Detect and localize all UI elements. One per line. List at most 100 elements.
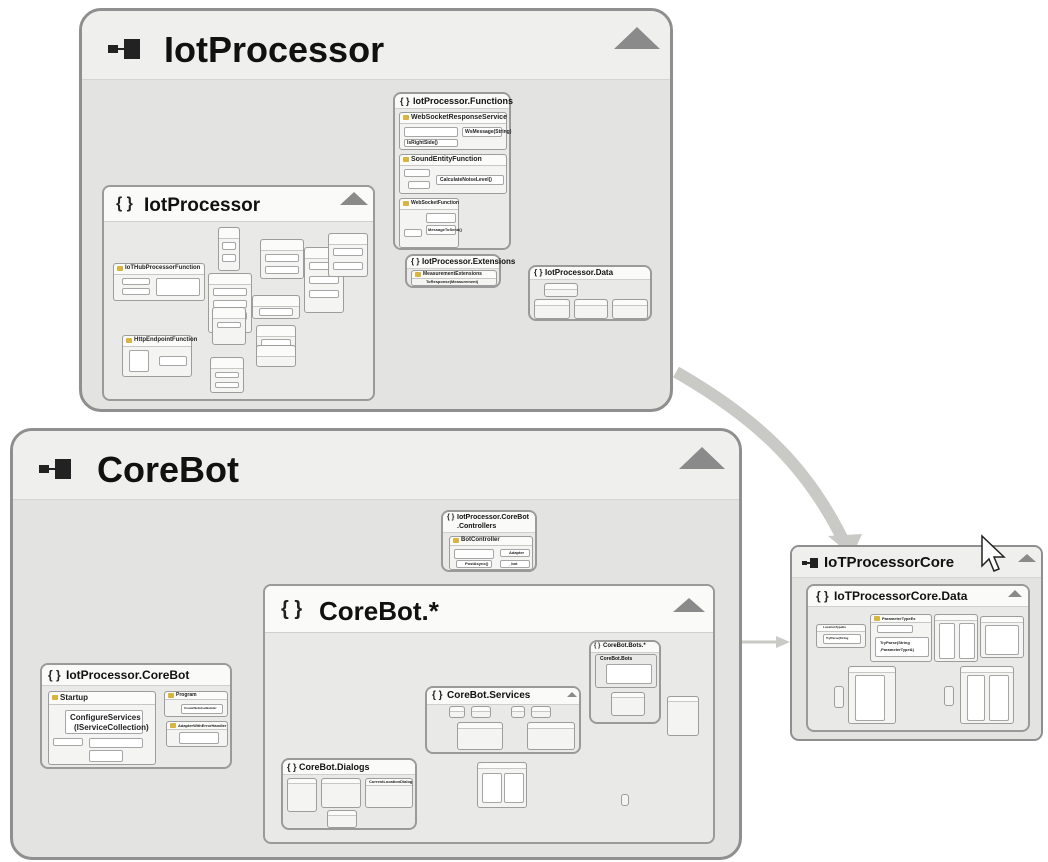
class-icon — [117, 266, 123, 271]
assembly-header — [82, 11, 670, 80]
namespace-corebot-services[interactable]: { } CoreBot.Services — [425, 686, 581, 754]
class-corebot-settings[interactable] — [477, 762, 527, 808]
class-core-e[interactable] — [834, 686, 844, 708]
assembly-title: CoreBot — [97, 449, 239, 490]
class-block-g[interactable] — [256, 345, 296, 367]
class-startup[interactable]: Startup ConfigureServices (IServiceColle… — [48, 691, 156, 765]
class-program[interactable]: Program CreateWebHostBuilder — [164, 691, 228, 717]
namespace-brace-icon: { } — [287, 762, 297, 772]
class-block-i[interactable] — [218, 227, 240, 271]
namespace-brace-icon: { } — [281, 598, 303, 620]
namespace-header — [530, 267, 650, 280]
class-icon — [168, 693, 174, 698]
namespace-header — [283, 760, 415, 775]
assembly-header — [13, 431, 739, 500]
namespace-corebot-bots[interactable]: { } CoreBot.Bots.* CoreBot.Bots — [589, 640, 661, 724]
class-icon — [170, 723, 176, 728]
class-bot-controller[interactable]: BotController PostAsync() Adapter _bot — [449, 536, 533, 570]
namespace-title: IotProcessor.CoreBot — [66, 668, 190, 682]
class-data-b[interactable] — [534, 299, 570, 319]
class-websocket-function[interactable]: WebSocketFunction MessageToSend() — [399, 198, 462, 248]
class-title: ParameterTypeEx — [882, 616, 916, 621]
namespace-brace-icon: { } — [447, 514, 455, 521]
class-title: WebSocketResponseService — [411, 114, 507, 121]
class-data-d[interactable] — [612, 299, 648, 319]
namespace-title: CoreBot.Bots.* — [603, 643, 646, 649]
namespace-corebot-dialogs[interactable]: { } CoreBot.Dialogs CurrentLocationDialo… — [281, 758, 417, 830]
namespace-iotprocessor[interactable]: { } IotProcessor IoTHubProcessorFunction… — [102, 185, 375, 401]
class-title: BotController — [461, 537, 500, 543]
namespace-header — [808, 586, 1028, 607]
namespace-brace-icon: { } — [594, 643, 601, 649]
class-title: AdapterWithErrorHandler — [178, 723, 227, 728]
collapse-triangle-icon[interactable] — [614, 27, 660, 49]
namespace-corebot-controllers[interactable]: { } IotProcessor.CoreBot .Controllers Bo… — [441, 510, 537, 572]
namespace-brace-icon: { } — [534, 268, 543, 277]
namespace-iotprocessor-extensions[interactable]: { } IotProcessor.Extensions MeasurementE… — [405, 254, 515, 288]
class-data-a[interactable] — [544, 283, 578, 297]
assembly-iotprocessor[interactable]: IotProcessor { } IotProcessor IoTHubProc… — [79, 8, 673, 412]
class-location-type-ex[interactable]: LocationTypeEx TryParse(String — [816, 624, 866, 648]
assembly-icon — [39, 459, 71, 479]
assembly-iotprocessorcore[interactable]: IoTProcessorCore { } IoTProcessorCore.Da… — [790, 545, 1043, 741]
namespace-header — [42, 665, 230, 686]
mouse-cursor-icon — [981, 534, 1006, 572]
collapse-triangle-icon[interactable] — [567, 692, 577, 697]
class-core-d[interactable] — [960, 666, 1014, 724]
namespace-header — [591, 642, 659, 653]
class-icon — [126, 338, 132, 343]
namespace-iotprocessor-corebot[interactable]: { } IotProcessor.CoreBot Startup Configu… — [40, 663, 232, 769]
class-block-j[interactable] — [212, 307, 246, 345]
class-http-endpoint-function[interactable]: HttpEndpointFunction — [122, 335, 197, 377]
class-core-c[interactable] — [848, 666, 896, 724]
namespace-title-line2: .Controllers — [457, 523, 497, 530]
namespace-brace-icon: { } — [411, 257, 420, 266]
collapse-triangle-icon[interactable] — [1008, 590, 1022, 597]
class-title: SoundEntityFunction — [411, 156, 482, 163]
namespace-iotprocessor-functions[interactable]: { } IotProcessor.Functions WebSocketResp… — [393, 92, 513, 250]
class-right-b[interactable] — [621, 794, 629, 806]
class-core-f[interactable] — [944, 686, 954, 706]
class-block-e[interactable] — [328, 233, 368, 277]
namespace-title: CoreBot.Dialogs — [299, 762, 370, 772]
collapse-triangle-icon[interactable] — [340, 192, 368, 205]
class-measurement-extensions[interactable]: MeasurementExtensions ToResponse(Measure… — [411, 270, 497, 286]
class-title: Program — [176, 692, 197, 698]
class-title: Startup — [60, 693, 88, 702]
collapse-triangle-icon[interactable] — [673, 598, 705, 612]
collapse-triangle-icon[interactable] — [679, 447, 725, 469]
class-icon — [403, 157, 409, 162]
namespace-header — [407, 256, 499, 269]
class-icon — [415, 272, 421, 277]
namespace-title: CoreBot.Services — [447, 690, 531, 701]
collapse-triangle-icon[interactable] — [1018, 554, 1036, 562]
namespace-header — [104, 187, 373, 222]
class-title: WebSocketFunction — [411, 200, 459, 206]
class-block-b[interactable] — [252, 295, 300, 319]
namespace-header — [427, 688, 579, 705]
class-iot-hub-function[interactable]: IoTHubProcessorFunction — [113, 263, 205, 301]
class-sound-entity-function[interactable]: SoundEntityFunction CalculateNoiseLevel(… — [399, 154, 507, 194]
assembly-title: IoTProcessorCore — [824, 554, 955, 571]
assembly-corebot[interactable]: CoreBot { } IotProcessor.CoreBot .Contro… — [10, 428, 742, 860]
assembly-icon — [108, 39, 140, 59]
class-core-a[interactable] — [934, 614, 978, 662]
class-block-c[interactable] — [260, 239, 304, 279]
class-right-a[interactable] — [667, 696, 699, 736]
class-block-h[interactable] — [210, 357, 244, 393]
class-websocket-response-service[interactable]: WebSocketResponseService WsMessage(Strin… — [399, 112, 511, 150]
namespace-iotprocessor-data[interactable]: { } IotProcessor.Data — [528, 265, 652, 321]
class-core-b[interactable] — [980, 616, 1024, 658]
namespace-iotprocessorcore-data[interactable]: { } IoTProcessorCore.Data LocationTypeEx… — [806, 584, 1030, 732]
class-data-c[interactable] — [574, 299, 608, 319]
class-parameter-type-ex[interactable]: ParameterTypeEx TryParse(String ,Paramet… — [870, 614, 932, 662]
class-current-location-dialog[interactable]: CurrentLocationDialog — [365, 778, 413, 808]
namespace-corebot-star[interactable]: { } CoreBot.* { } CoreBot.Services { } — [263, 584, 715, 844]
namespace-header — [395, 94, 509, 109]
class-icon — [453, 538, 459, 543]
class-corebot-bots[interactable]: CoreBot.Bots — [595, 654, 657, 688]
link-iot-to-core — [673, 366, 852, 549]
class-adapter-with-error-handler[interactable]: AdapterWithErrorHandler — [166, 721, 228, 747]
namespace-title: IotProcessor.CoreBot — [457, 514, 529, 521]
